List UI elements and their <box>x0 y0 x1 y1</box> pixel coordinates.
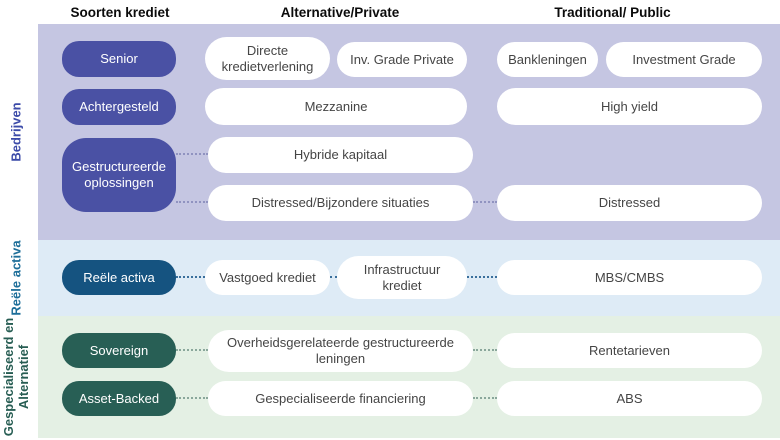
item-pill-mezzanine: Mezzanine <box>205 88 467 125</box>
header-alternative-private: Alternative/Private <box>280 5 400 20</box>
item-pill-inv-grade-private: Inv. Grade Private <box>337 42 467 77</box>
connector-asset-backed-gespecialiseerde <box>176 397 208 399</box>
item-pill-infrastructuur-krediet: Infrastructuur krediet <box>337 256 467 299</box>
category-pill-asset-backed: Asset-Backed <box>62 381 176 416</box>
category-pill-reele-activa: Reële activa <box>62 260 176 295</box>
item-pill-rentetarieven: Rentetarieven <box>497 333 762 368</box>
connector-gestructureerde-hybride <box>176 153 208 155</box>
item-pill-high-yield: High yield <box>497 88 762 125</box>
connector-sovereign-overheidsgerelateerde <box>176 349 208 351</box>
section-label-reele-activa: Reële activa <box>8 240 24 316</box>
section-label-bedrijven: Bedrijven <box>8 102 24 162</box>
section-label-gespecialiseerd: Gespecialiseerd en Alternatief <box>1 317 31 437</box>
connector-gestructureerde-distressed-situaties <box>176 201 208 203</box>
item-pill-hybride-kapitaal: Hybride kapitaal <box>208 137 473 173</box>
item-pill-abs: ABS <box>497 381 762 416</box>
item-pill-directe-kredietverlening: Directe kredietverlening <box>205 37 330 80</box>
connector-gespecialiseerde-abs <box>473 397 497 399</box>
category-pill-senior: Senior <box>62 41 176 77</box>
category-pill-achtergesteld: Achtergesteld <box>62 89 176 125</box>
item-pill-overheidsgerelateerde-leningen: Overheidsgerelateerde gestructureerde le… <box>208 330 473 372</box>
header-soorten-krediet: Soorten krediet <box>70 5 170 20</box>
connector-vastgoed-infrastructuur <box>330 276 337 278</box>
item-pill-gespecialiseerde-financiering: Gespecialiseerde financiering <box>208 381 473 416</box>
connector-distressed-situaties-distressed <box>473 201 497 203</box>
category-pill-sovereign: Sovereign <box>62 333 176 368</box>
item-pill-bankleningen: Bankleningen <box>497 42 598 77</box>
header-traditional-public: Traditional/ Public <box>554 5 671 20</box>
item-pill-distressed-bijzondere-situaties: Distressed/Bijzondere situaties <box>208 185 473 221</box>
item-pill-mbs-cmbs: MBS/CMBS <box>497 260 762 295</box>
category-pill-gestructureerde-oplossingen: Gestructureerde oplossingen <box>62 138 176 212</box>
item-pill-investment-grade: Investment Grade <box>606 42 762 77</box>
item-pill-vastgoed-krediet: Vastgoed krediet <box>205 260 330 295</box>
item-pill-distressed: Distressed <box>497 185 762 221</box>
connector-overheidsgerelateerde-rentetarieven <box>473 349 497 351</box>
connector-reele-activa-vastgoed <box>176 276 205 278</box>
connector-infrastructuur-mbs-cmbs <box>467 276 497 278</box>
